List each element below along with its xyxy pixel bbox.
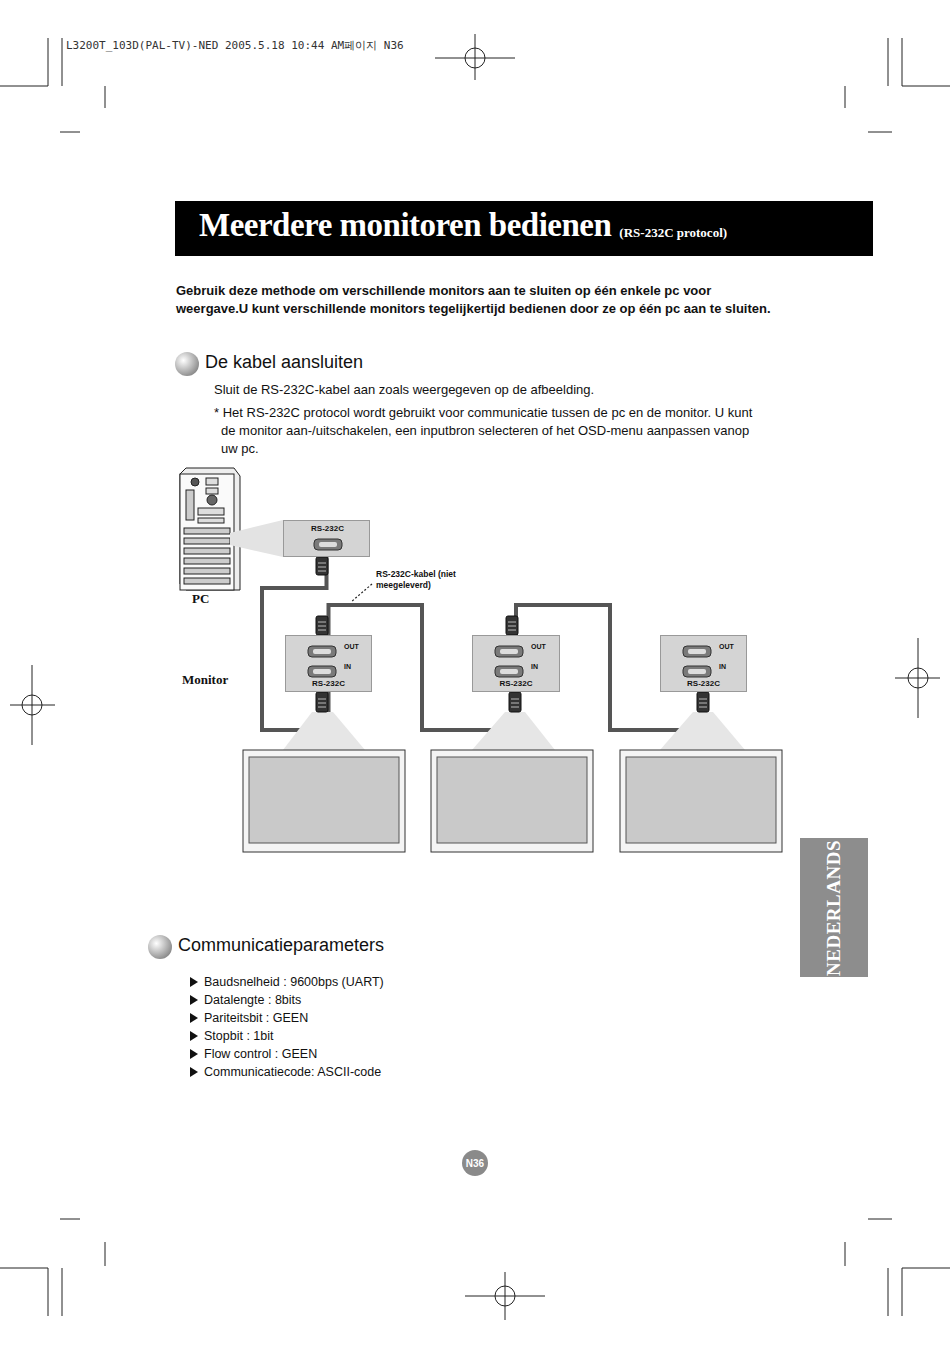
zoom-beam [230, 520, 283, 557]
page-number-text: N36 [466, 1158, 484, 1169]
parameter-item: Pariteitsbit : GEEN [204, 1010, 308, 1026]
port-callout: OUT IN RS-232C [660, 635, 747, 692]
port-callout: OUT IN RS-232C [472, 635, 560, 692]
port-label: OUT [344, 643, 359, 650]
list-bullet [190, 1031, 198, 1041]
list-bullet [190, 1013, 198, 1023]
body-text: Sluit de RS-232C-kabel aan zoals weergeg… [214, 381, 594, 399]
monitor-label: Monitor [182, 672, 228, 688]
pc-label: PC [192, 591, 209, 607]
cable-plug [316, 557, 709, 712]
parameter-item: Communicatiecode: ASCII-code [204, 1064, 381, 1080]
crop-marks [0, 34, 950, 1320]
port-label: RS-232C [473, 679, 559, 688]
port-label: RS-232C [661, 679, 746, 688]
parameter-item: Stopbit : 1bit [204, 1028, 274, 1044]
list-bullet [190, 1067, 198, 1077]
note-text: * Het RS-232C protocol wordt gebruikt vo… [214, 404, 761, 458]
tab-text: NEDERLANDS [823, 840, 845, 976]
parameter-item: Flow control : GEEN [204, 1046, 317, 1062]
section-heading: De kabel aansluiten [205, 352, 363, 373]
intro-text: Gebruik deze methode om verschillende mo… [176, 282, 776, 318]
port-label: OUT [531, 643, 546, 650]
cable-label: RS-232C-kabel (niet meegeleverd) [376, 569, 468, 591]
plug-ridges [318, 563, 707, 707]
zoom-beam [283, 712, 745, 750]
section-heading: Communicatieparameters [178, 935, 384, 956]
port-label: IN [531, 663, 538, 670]
port-label: RS-232C [284, 524, 371, 533]
port-label: OUT [719, 643, 734, 650]
leader-line [351, 584, 372, 602]
port-label: IN [344, 663, 351, 670]
section-bullet [175, 352, 199, 376]
title-subtext: (RS-232C protocol) [619, 225, 727, 241]
header-slug: L3200T_103D(PAL-TV)-NED 2005.5.18 10:44 … [66, 38, 404, 53]
parameter-item: Datalengte : 8bits [204, 992, 301, 1008]
title-text: Meerdere monitoren bedienen [199, 207, 611, 244]
title-bar: Meerdere monitoren bedienen (RS-232C prot… [175, 201, 873, 256]
port-label: RS-232C [286, 679, 371, 688]
list-bullet [190, 995, 198, 1005]
page-number: N36 [462, 1150, 488, 1176]
section-bullet [148, 935, 172, 959]
list-bullet [190, 1049, 198, 1059]
pc-tower [180, 468, 240, 590]
language-tab: NEDERLANDS [800, 838, 868, 977]
port-callout: RS-232C [283, 520, 370, 557]
port-label: IN [719, 663, 726, 670]
monitor-screen [243, 750, 782, 852]
parameter-item: Baudsnelheid : 9600bps (UART) [204, 974, 384, 990]
list-bullet [190, 977, 198, 987]
port-callout: OUT IN RS-232C [285, 635, 372, 692]
